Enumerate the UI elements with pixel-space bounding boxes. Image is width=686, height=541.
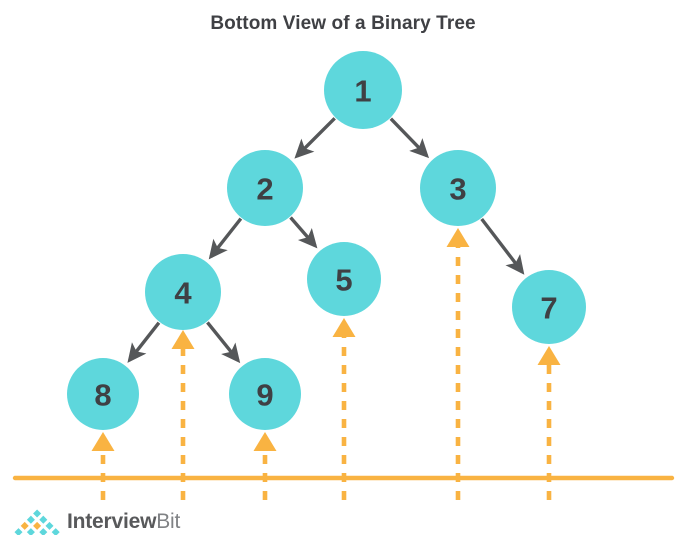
tree-node-1[interactable]: 1 xyxy=(324,51,402,129)
tree-node-4[interactable]: 4 xyxy=(145,254,221,330)
tree-node-9[interactable]: 9 xyxy=(229,358,301,430)
tree-node-3[interactable]: 3 xyxy=(420,150,496,226)
node-circle xyxy=(307,242,381,316)
node-value-label: 5 xyxy=(335,263,352,298)
node-circle xyxy=(324,51,402,129)
tree-edge-2-5 xyxy=(289,216,318,249)
marker-arrowhead xyxy=(537,346,561,365)
bottom-view-marker-n4 xyxy=(171,330,195,500)
bottom-view-marker-n5 xyxy=(332,318,356,500)
brand-name-light: Bit xyxy=(156,510,181,533)
node-circle xyxy=(229,358,301,430)
interviewbit-logo[interactable]: InterviewBit xyxy=(14,508,180,536)
tree-edges xyxy=(127,117,525,364)
tree-edge-2-4 xyxy=(208,217,243,260)
tree-node-2[interactable]: 2 xyxy=(227,150,303,226)
bottom-view-marker-n3 xyxy=(446,228,470,500)
interviewbit-diamond-logo-icon xyxy=(14,509,60,535)
node-value-label: 1 xyxy=(354,74,371,109)
tree-nodes: 1 2 3 4 5 7 8 9 xyxy=(67,51,586,430)
node-value-label: 7 xyxy=(540,291,557,326)
node-circle xyxy=(420,150,496,226)
node-value-label: 9 xyxy=(256,378,273,413)
page-title: Bottom View of a Binary Tree xyxy=(210,13,476,34)
marker-arrowhead xyxy=(91,432,115,451)
marker-arrowhead xyxy=(332,318,356,337)
node-circle xyxy=(67,358,139,430)
bottom-view-marker-n7 xyxy=(537,346,561,500)
node-circle xyxy=(512,270,586,344)
node-circle xyxy=(227,150,303,226)
bottom-view-markers xyxy=(91,228,561,500)
node-value-label: 2 xyxy=(256,172,273,207)
marker-arrowhead xyxy=(253,432,277,451)
tree-node-7[interactable]: 7 xyxy=(512,270,586,344)
tree-node-8[interactable]: 8 xyxy=(67,358,139,430)
tree-node-5[interactable]: 5 xyxy=(307,242,381,316)
node-value-label: 4 xyxy=(174,276,192,311)
node-value-label: 3 xyxy=(449,172,466,207)
tree-edge-4-9 xyxy=(206,321,241,364)
tree-edge-1-2 xyxy=(294,117,336,159)
tree-edge-1-3 xyxy=(389,117,430,159)
interviewbit-wordmark: InterviewBit xyxy=(67,510,180,534)
bottom-view-marker-n9 xyxy=(253,432,277,500)
marker-arrowhead xyxy=(446,228,470,247)
tree-edge-3-7 xyxy=(480,217,525,275)
bottom-view-marker-n8 xyxy=(91,432,115,500)
node-circle xyxy=(145,254,221,330)
marker-arrowhead xyxy=(171,330,195,349)
brand-name-bold: Interview xyxy=(67,510,157,533)
tree-edge-4-8 xyxy=(127,321,161,363)
node-value-label: 8 xyxy=(94,378,111,413)
